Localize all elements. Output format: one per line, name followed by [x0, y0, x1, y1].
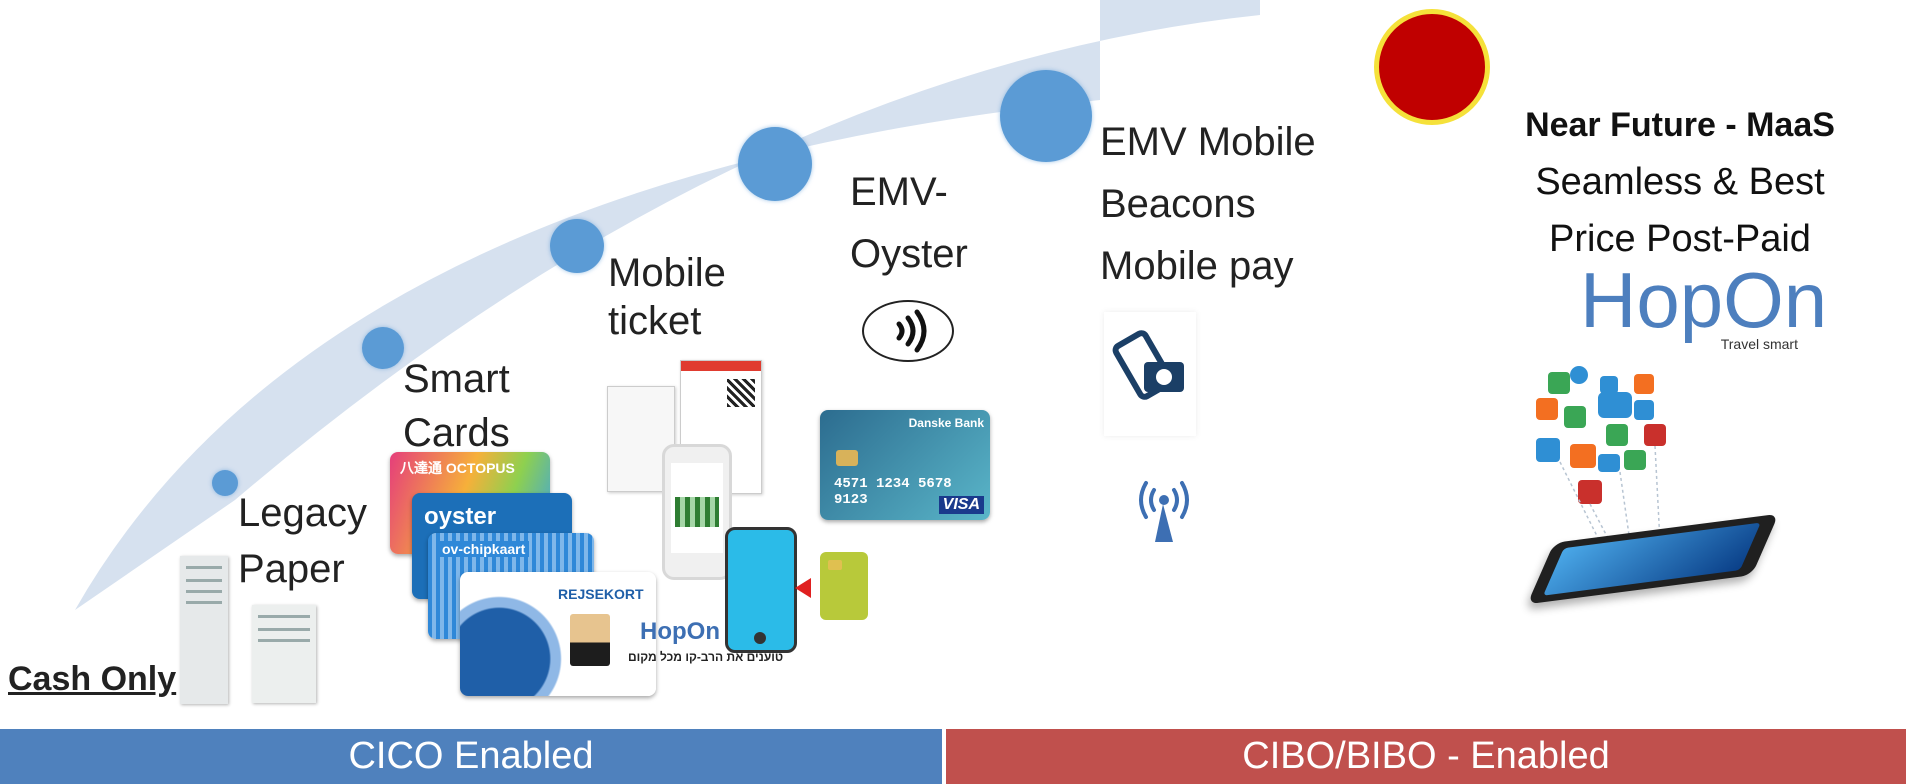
stage-label-emv-oyster: EMV- Oyster: [850, 170, 968, 276]
arrow-left-icon: [795, 578, 811, 598]
stage-dot-smart-cards: [362, 327, 404, 369]
future-line-2: Price Post-Paid: [1549, 218, 1811, 260]
stage-dot-emv-mobile: [1000, 70, 1092, 162]
app-icon: [1634, 400, 1654, 420]
emv-bank-card: Danske Bank 4571 1234 5678 9123 VISA: [820, 410, 990, 520]
future-line-1: Seamless & Best: [1535, 161, 1825, 203]
rav-kav-card-image: [820, 552, 868, 620]
app-icon: [1634, 374, 1654, 394]
contactless-icon: [862, 300, 954, 362]
qr-code-icon: [727, 379, 755, 407]
app-icon: [1600, 376, 1618, 394]
mobile-pay-icon: [1104, 312, 1196, 436]
smartphone-ticket-image: [662, 444, 732, 580]
hopon-hebrew-caption: טוענים את הרב-קו מכל מקום: [628, 650, 784, 664]
walk-icon: [1578, 480, 1602, 504]
stage-label-legacy: Legacy Paper: [238, 491, 367, 591]
plane-icon: [1644, 424, 1666, 446]
app-icons-cluster: [1530, 362, 1780, 542]
stage-dot-legacy: [212, 470, 238, 496]
stage-dot-future: [1374, 9, 1490, 125]
stage-label-emv-mobile: EMV Mobile Beacons Mobile pay: [1100, 120, 1316, 288]
home-icon: [1570, 444, 1596, 468]
paper-ticket-image: [252, 605, 316, 703]
beacon-icon: [1135, 478, 1195, 548]
stage-label-cash-only: Cash Only: [8, 660, 177, 698]
hopon-phone-image: [725, 527, 797, 653]
footer-band-cibo-bibo: CIBO/BIBO - Enabled: [946, 729, 1906, 784]
card-photo: [570, 614, 610, 666]
stage-dot-mobile-ticket: [550, 219, 604, 273]
rejsekort-card: REJSEKORT: [460, 572, 656, 696]
paper-ticket-image: [180, 556, 228, 704]
stage-label-mobile-ticket: Mobile ticket: [608, 251, 726, 343]
footer-band-cico: CICO Enabled: [0, 729, 942, 784]
map-icon: [1536, 438, 1560, 462]
app-icon: [1624, 450, 1646, 470]
hopon-logo: HopOn Travel smart: [1580, 256, 1828, 352]
app-icon: [1606, 424, 1628, 446]
bus-icon: [1564, 406, 1586, 428]
stage-dot-emv-oyster: [738, 127, 812, 201]
app-icon: [1570, 366, 1588, 384]
app-icon: [1536, 398, 1558, 420]
hopon-logo-small: HopOn: [640, 618, 720, 645]
bike-icon: [1598, 454, 1620, 472]
car-icon: [1598, 392, 1632, 418]
app-icon: [1548, 372, 1570, 394]
future-title: Near Future - MaaS: [1525, 106, 1835, 144]
stage-label-smart-cards: Smart Cards: [403, 357, 510, 455]
chip-icon: [836, 450, 858, 466]
